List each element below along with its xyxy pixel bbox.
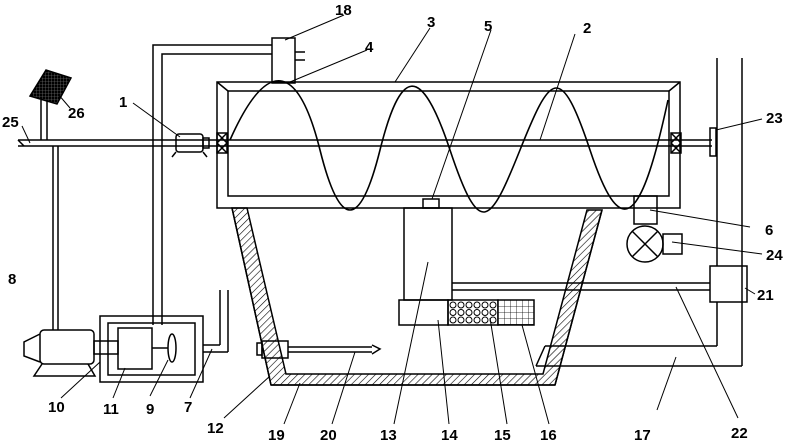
screw-shaft <box>18 139 712 147</box>
label-22: 22 <box>731 425 748 442</box>
filter-hole <box>465 309 473 316</box>
label-24: 24 <box>766 247 783 264</box>
label-14: 14 <box>441 427 458 444</box>
label-16: 16 <box>540 427 557 444</box>
rod <box>52 146 59 330</box>
label-25: 25 <box>2 114 19 131</box>
label-7: 7 <box>184 399 192 416</box>
center-column <box>403 198 453 301</box>
return-pipe-17 <box>535 345 742 367</box>
screw-blade <box>229 79 669 213</box>
leader-lines <box>21 14 763 425</box>
hopper <box>231 207 603 386</box>
label-9: 9 <box>146 401 154 418</box>
label-8: 8 <box>8 271 16 288</box>
filter-hole <box>449 301 457 309</box>
filter-hole <box>489 301 497 309</box>
filter-hole <box>465 301 473 309</box>
inlet-25 <box>17 100 48 147</box>
filter-hole <box>473 309 481 316</box>
filter-hole <box>449 309 457 316</box>
heater-block <box>398 299 449 326</box>
filter-hole <box>457 316 465 324</box>
filter-hole <box>473 301 481 309</box>
label-19: 19 <box>268 427 285 444</box>
filter-hole <box>465 316 473 324</box>
label-10: 10 <box>48 399 65 416</box>
frame-post <box>716 58 743 366</box>
label-4: 4 <box>365 39 374 56</box>
discharge-pipe <box>256 340 382 359</box>
label-1: 1 <box>119 94 127 111</box>
filter-hole <box>449 316 457 324</box>
label-3: 3 <box>427 14 435 31</box>
shaft-motor <box>171 133 210 158</box>
filter-hole <box>457 301 465 309</box>
filter-hole <box>481 316 489 324</box>
label-21: 21 <box>757 287 774 304</box>
pipe-18 <box>152 37 305 325</box>
pipe-22 <box>452 282 710 291</box>
filter-hole <box>481 309 489 316</box>
fan-24 <box>626 195 683 263</box>
filter-hole <box>473 316 481 324</box>
label-23: 23 <box>766 110 783 127</box>
label-6: 6 <box>765 222 773 239</box>
label-20: 20 <box>320 427 337 444</box>
label-13: 13 <box>380 427 397 444</box>
label-17: 17 <box>634 427 651 444</box>
solar-panel-26 <box>28 69 73 105</box>
label-26: 26 <box>68 105 85 122</box>
filter-holes <box>449 301 497 324</box>
label-11: 11 <box>103 401 119 418</box>
filter-hole <box>489 309 497 316</box>
label-15: 15 <box>494 427 511 444</box>
pump-21 <box>709 265 748 303</box>
mesh-block <box>497 299 535 326</box>
motor-8 <box>23 329 119 377</box>
filter-hole <box>481 301 489 309</box>
bearings <box>216 132 682 154</box>
label-12: 12 <box>207 420 224 437</box>
label-18: 18 <box>335 2 352 19</box>
heating-box <box>99 290 229 383</box>
callout-labels: 1 2 3 4 5 6 7 8 9 10 11 12 13 14 15 16 1… <box>2 2 783 444</box>
label-2: 2 <box>583 20 591 37</box>
filter-hole <box>457 309 465 316</box>
shaft-mount <box>709 127 717 157</box>
label-5: 5 <box>484 18 492 35</box>
